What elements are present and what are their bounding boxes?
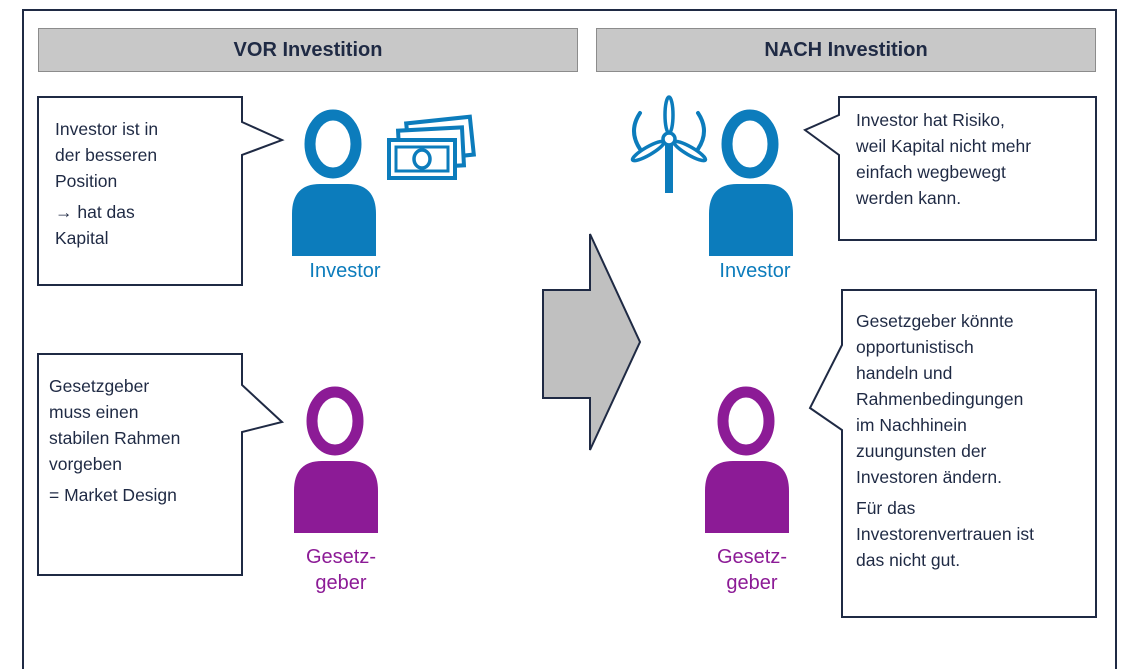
person-icon [705,386,789,533]
text-line: werden kann. [856,188,962,208]
text-line: Kapital [55,228,109,248]
text-line: muss einen [49,402,139,422]
text-line: Rahmenbedingungen [856,389,1024,409]
text-line: das nicht gut. [856,550,961,570]
text-line: im Nachhinein [856,415,967,435]
label-line: geber [315,572,367,594]
label-line: Gesetz- [305,546,377,568]
bubble-before-lawmaker [37,353,285,576]
label-after-investor: Investor [719,260,791,282]
label-before-lawmaker: Gesetz- geber [281,544,401,596]
bubble-before-investor-text: Investor ist in der besseren Position → … [55,116,158,251]
text-line: opportunistisch [856,337,974,357]
text-line: Investoren ändern. [856,467,1002,487]
text-line: weil Kapital nicht mehr [856,136,1032,156]
bubble-after-lawmaker-text: Gesetzgeber könnte opportunistisch hande… [856,308,1034,573]
person-icon [294,386,378,533]
text-line: zuungunsten der [856,441,987,461]
text-line: Gesetzgeber könnte [856,311,1014,331]
text-line: einfach wegbewegt [856,162,1006,182]
label-after-lawmaker: Gesetz- geber [692,544,812,596]
label-line: Gesetz- [716,546,788,568]
money-stack-icon [387,114,477,180]
diagram-frame [22,9,1117,669]
header-after: NACH Investition [596,28,1096,72]
text-line: = Market Design [49,485,177,505]
label-before-investor: Investor [309,260,381,282]
arrow-right-icon [542,233,642,451]
bubble-before-investor [37,96,285,286]
text-line: Für das [856,498,916,518]
text-line: Investor hat Risiko, [856,110,1005,130]
text-line: Gesetzgeber [49,376,150,396]
text-line: Investorenvertrauen ist [856,524,1035,544]
wind-turbine-icon [630,95,708,193]
person-icon [292,109,376,256]
label-line: geber [726,572,778,594]
text-line: vorgeben [49,454,122,474]
text-line: handeln und [856,363,953,383]
bubble-after-lawmaker [808,289,1097,618]
header-before: VOR Investition [38,28,578,72]
text-line: → hat das [55,202,135,222]
bubble-after-investor [803,96,1097,241]
text-line: Position [55,171,118,191]
bubble-after-investor-text: Investor hat Risiko, weil Kapital nicht … [856,107,1031,211]
person-icon [709,109,793,256]
text-line: der besseren [55,145,158,165]
text-line: Investor ist in [55,119,159,139]
text-line: stabilen Rahmen [49,428,181,448]
bubble-before-lawmaker-text: Gesetzgeber muss einen stabilen Rahmen v… [49,373,180,508]
